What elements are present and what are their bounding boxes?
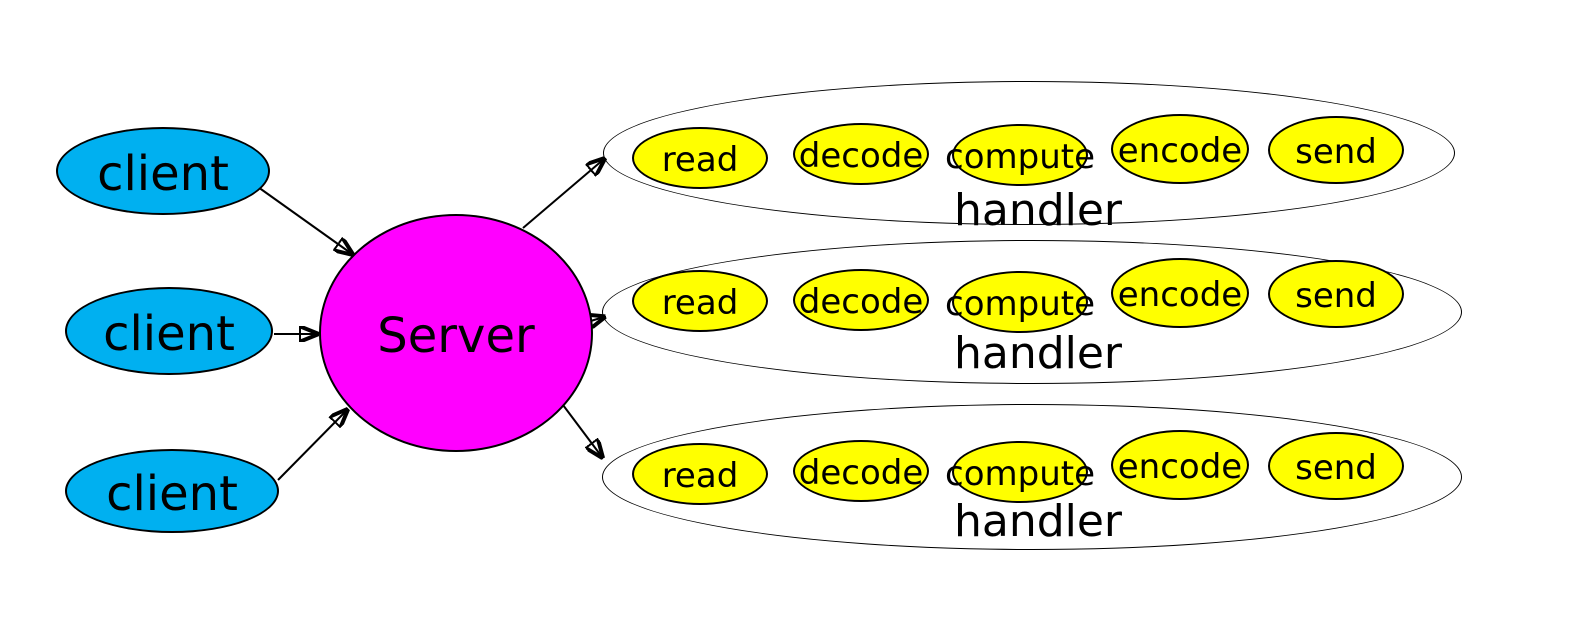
stage-read-label: read	[661, 139, 739, 180]
stage-encode-label: encode	[1117, 446, 1243, 487]
stage-read-label: read	[661, 282, 739, 323]
stage-compute-label: compute	[945, 283, 1095, 324]
server-label: Server	[377, 307, 535, 364]
arrow-server-to-handler-1	[522, 159, 604, 229]
handler-2-stage-encode: encode	[1111, 258, 1249, 328]
handler-3-stage-compute: compute	[945, 441, 1095, 503]
stage-decode-label: decode	[798, 135, 924, 176]
handler-2-stage-read: read	[632, 270, 768, 332]
handler-1-boundary	[603, 81, 1455, 225]
client-node-3: client	[65, 449, 279, 533]
handler-3-label: handler	[953, 496, 1123, 547]
handler-3-stage-send: send	[1268, 432, 1404, 500]
handler-3-stage-decode: decode	[793, 440, 929, 502]
handler-1-stage-encode: encode	[1111, 114, 1249, 184]
handler-3-stage-encode: encode	[1111, 430, 1249, 500]
arrow-server-to-handler-3	[562, 404, 602, 457]
handler-2-stage-compute: compute	[945, 271, 1095, 333]
handler-2-stage-send: send	[1268, 260, 1404, 328]
handler-2-stage-decode: decode	[793, 269, 929, 331]
handler-3-stage-read: read	[632, 443, 768, 505]
server-node: Server	[319, 214, 593, 452]
stage-send-label: send	[1295, 447, 1377, 488]
handler-1-label: handler	[953, 185, 1123, 236]
handler-1-stage-compute: compute	[945, 124, 1095, 186]
handler-3-boundary	[602, 404, 1462, 550]
handler-2-boundary	[602, 240, 1462, 384]
client-1-label: client	[97, 145, 229, 202]
client-3-label: client	[106, 465, 238, 522]
client-2-label: client	[103, 305, 235, 362]
client-node-1: client	[56, 127, 270, 215]
stage-compute-label: compute	[945, 136, 1095, 177]
stage-decode-label: decode	[798, 452, 924, 493]
handler-1-stage-decode: decode	[793, 123, 929, 185]
stage-decode-label: decode	[798, 281, 924, 322]
handler-1-stage-send: send	[1268, 116, 1404, 184]
stage-send-label: send	[1295, 275, 1377, 316]
arrow-client-1-to-server	[257, 186, 352, 254]
stage-compute-label: compute	[945, 453, 1095, 494]
stage-read-label: read	[661, 455, 739, 496]
handler-1-stage-read: read	[632, 127, 768, 189]
stage-send-label: send	[1295, 131, 1377, 172]
handler-2-label: handler	[953, 328, 1123, 379]
stage-encode-label: encode	[1117, 130, 1243, 171]
client-node-2: client	[65, 287, 273, 375]
stage-encode-label: encode	[1117, 274, 1243, 315]
arrow-client-3-to-server	[277, 410, 347, 481]
